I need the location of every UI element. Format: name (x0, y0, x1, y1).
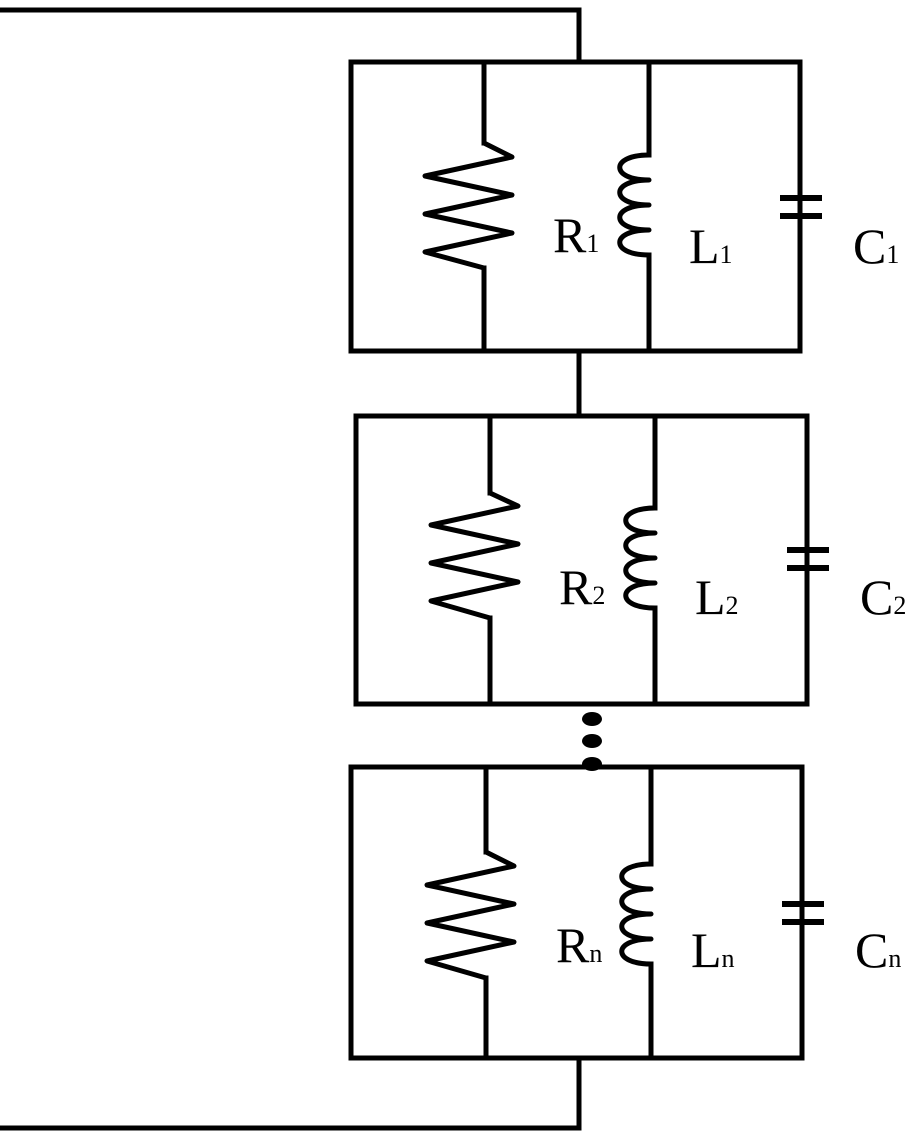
stage-2-resistor (428, 413, 521, 707)
stage-n-inductor (619, 764, 654, 1061)
stage-1-capacitor-label: C1 (853, 218, 899, 274)
stage-1-inductor-label: L1 (689, 218, 733, 274)
stage-n-capacitor (782, 764, 824, 1061)
stage-n-resistor-label: Rn (556, 917, 602, 973)
stage-n-inductor-label: Ln (691, 922, 735, 978)
stage-n-capacitor-label: Cn (855, 922, 901, 978)
stage-1: R1 L1 C1 (348, 59, 899, 354)
ellipsis-dot (582, 734, 602, 748)
stage-1-inductor (617, 59, 652, 354)
top-lead-wire (0, 7, 582, 65)
stage-n: Rn Ln Cn (348, 764, 901, 1061)
stage-2-resistor-label: R2 (559, 559, 605, 615)
stage-n-frame (348, 764, 805, 1061)
stage-2-inductor (623, 413, 658, 707)
stage-2-capacitor-label: C2 (860, 569, 906, 625)
stage-2-capacitor (787, 413, 829, 707)
ellipsis-dot (582, 712, 602, 726)
ellipsis-dots (582, 712, 602, 771)
stage-2-frame (353, 413, 810, 707)
stage-1-frame (348, 59, 803, 354)
stage-1-resistor (422, 59, 515, 354)
stage-n-resistor (424, 764, 517, 1061)
stage-1-capacitor (780, 59, 822, 354)
stage-1-resistor-label: R1 (553, 207, 599, 263)
stage-2: R2 L2 C2 (353, 413, 906, 707)
stage-2-inductor-label: L2 (695, 569, 739, 625)
bottom-lead-wire (0, 1055, 582, 1131)
